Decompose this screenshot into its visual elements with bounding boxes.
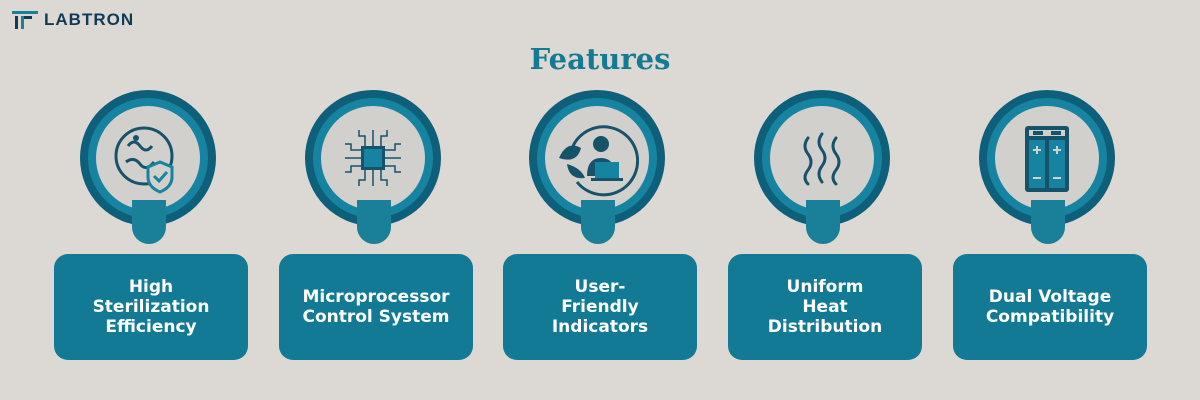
brand-logo: LABTRON xyxy=(12,10,134,30)
feature-label-box: Microprocessor Control System xyxy=(279,254,473,360)
connector xyxy=(1031,200,1065,244)
feature-card-heat: Uniform Heat Distribution xyxy=(728,90,922,360)
user-laptop-leaf-icon xyxy=(559,125,639,197)
icon-ring-inner xyxy=(96,106,200,210)
feature-label-box: Uniform Heat Distribution xyxy=(728,254,922,360)
brand-name: LABTRON xyxy=(44,10,135,29)
connector xyxy=(132,200,166,244)
page-title: Features xyxy=(529,42,671,76)
connector xyxy=(357,200,391,244)
feature-label-box: User-Friendly Indicators xyxy=(503,254,697,360)
heat-waves-icon xyxy=(803,132,841,186)
feature-card-indicators: User-Friendly Indicators xyxy=(503,90,697,360)
feature-label-box: Dual Voltage Compatibility xyxy=(953,254,1147,360)
feature-card-voltage: Dual Voltage Compatibility xyxy=(953,90,1147,360)
feature-label: User-Friendly Indicators xyxy=(551,277,649,337)
feature-label: Uniform Heat Distribution xyxy=(767,277,883,337)
labtron-logo-icon xyxy=(12,11,38,29)
bacteria-shield-icon xyxy=(114,126,174,194)
feature-card-sterilization: High Sterilization Efficiency xyxy=(54,90,248,360)
feature-label: High Sterilization Efficiency xyxy=(92,277,210,337)
connector xyxy=(806,200,840,244)
feature-label-box: High Sterilization Efficiency xyxy=(54,254,248,360)
battery-icon xyxy=(1025,126,1069,192)
feature-label: Microprocessor Control System xyxy=(302,287,450,327)
connector xyxy=(581,200,615,244)
feature-label: Dual Voltage Compatibility xyxy=(985,287,1115,327)
icon-ring-inner xyxy=(770,106,874,210)
feature-card-microprocessor: Microprocessor Control System xyxy=(279,90,473,360)
microchip-icon xyxy=(345,130,401,186)
